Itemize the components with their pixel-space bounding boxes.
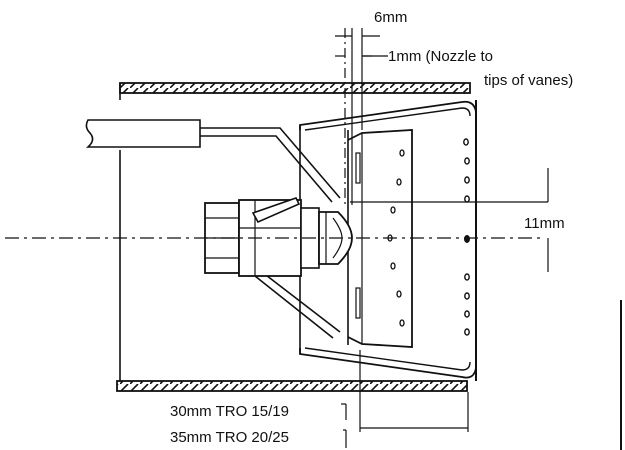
label-30mm: 30mm TRO 15/19 [170, 403, 289, 420]
dimension-6mm-1mm [335, 28, 388, 205]
deflector-lip-bottom-inner [304, 347, 471, 371]
blast-tube-top-wall [119, 82, 471, 94]
label-6mm: 6mm [374, 9, 408, 26]
dimension-11mm [350, 168, 549, 272]
deflector-lip-top [299, 100, 477, 130]
deflector-lip-top-inner [304, 107, 471, 131]
lower-support-rod [254, 271, 341, 339]
label-35mm: 35mm TRO 20/25 [170, 429, 289, 446]
label-1mm-note: tips of vanes) [484, 72, 574, 89]
deflector-lip-bottom [299, 348, 477, 379]
dimension-30mm-35mm [341, 350, 469, 448]
electrode-lead [85, 119, 341, 203]
end-plate [463, 100, 477, 381]
label-1mm: 1mm (Nozzle to [388, 48, 494, 65]
blast-tube-bottom-wall [116, 380, 468, 392]
electrode-clamp [251, 197, 301, 224]
label-11mm: 11mm [524, 215, 565, 232]
